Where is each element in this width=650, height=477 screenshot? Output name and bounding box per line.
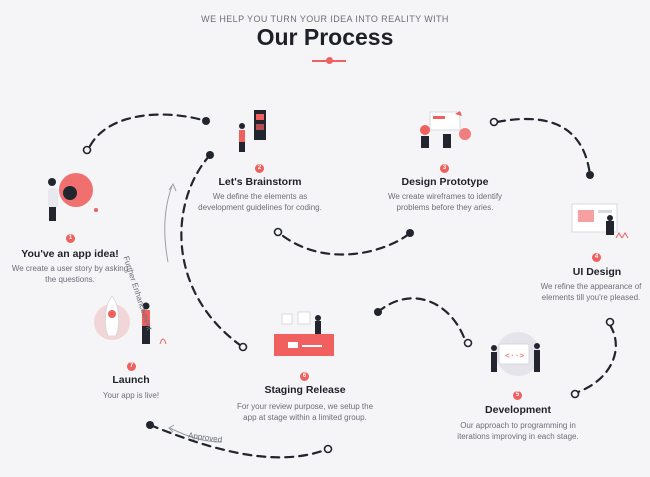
step-desc-5-line: iterations improving in each stage. (457, 432, 579, 441)
step-number-3: 3 (440, 164, 449, 173)
step-desc-1-line: the questions. (45, 275, 95, 284)
step-title-7: Launch (112, 374, 150, 386)
path-start-ring (605, 317, 615, 327)
path-end-dot (374, 308, 382, 316)
section-kicker: WE HELP YOU TURN YOUR IDEA INTO REALITY … (201, 14, 449, 24)
path-7-6 (148, 423, 327, 459)
step-desc-4-line: elements till you're pleased. (541, 293, 641, 302)
step-desc-6-line: app at stage within a limited group. (243, 413, 367, 422)
step-desc-1-line: We create a user story by asking (11, 264, 129, 273)
step-desc-5-line: Our approach to programming in (460, 421, 576, 430)
step-desc-7: Your app is live! (76, 390, 186, 401)
path-4-5 (576, 323, 617, 394)
path-start-ring (273, 227, 283, 237)
path-start-ring (570, 389, 580, 399)
idea-illustration (48, 173, 98, 221)
title-divider-dot (326, 57, 333, 64)
path-6-5 (376, 297, 467, 342)
svg-text:<··>: <··> (505, 351, 524, 360)
development-illustration: <··> (491, 332, 540, 376)
path-end-dot (202, 117, 210, 125)
further-arrowhead (168, 182, 177, 192)
staging-illustration (274, 311, 334, 356)
path-2-6 (180, 153, 242, 347)
path-end-dot (146, 421, 154, 429)
step-desc-4-line: We refine the appearance of (540, 282, 642, 291)
step-desc-1: We create a user story by asking the que… (0, 263, 140, 285)
path-start-ring (463, 338, 473, 348)
further-arrow (164, 185, 173, 263)
approved-arrowhead (168, 424, 175, 433)
step-desc-3-line: problems before they aries. (396, 203, 494, 212)
brainstorm-illustration (239, 110, 266, 152)
prototype-illustration (420, 111, 471, 148)
step-title-4: UI Design (572, 266, 622, 278)
step-number-6: 6 (300, 372, 309, 381)
path-end-dot (586, 171, 594, 179)
step-desc-3-line: We create wireframes to identify (387, 192, 503, 201)
step-desc-5: Our approach to programming in iteration… (438, 420, 598, 442)
step-title-6: Staging Release (264, 384, 346, 396)
ui-design-illustration (571, 203, 629, 239)
step-desc-2-line: development guidelines for coding. (198, 203, 322, 212)
step-number-2: 2 (255, 164, 264, 173)
path-end-dot (406, 229, 414, 237)
page-title: Our Process (256, 24, 394, 50)
step-desc-2-line: We define the elements as (212, 192, 308, 201)
step-desc-4: We refine the appearance of elements til… (532, 281, 650, 303)
path-start-ring (323, 444, 333, 454)
step-desc-6: For your review purpose, we setup the ap… (222, 401, 388, 423)
launch-illustration (94, 295, 167, 345)
step-desc-7-line: Your app is live! (102, 391, 160, 400)
step-title-3: Design Prototype (401, 176, 489, 188)
step-number-7: 7 (127, 362, 136, 371)
path-start-ring (238, 342, 248, 352)
step-title-1: You've an app idea! (21, 248, 119, 260)
step-desc-6-line: For your review purpose, we setup the (236, 402, 374, 411)
path-end-dot (206, 151, 214, 159)
step-title-2: Let's Brainstorm (218, 176, 302, 188)
path-1-2 (88, 113, 208, 148)
step-title-5: Development (485, 404, 551, 416)
step-number-5: 5 (513, 391, 522, 400)
path-start-ring (489, 117, 499, 127)
step-number-4: 4 (592, 253, 601, 262)
step-desc-2: We define the elements as development gu… (180, 191, 340, 213)
step-number-1: 1 (66, 234, 75, 243)
path-3-4 (495, 117, 592, 177)
approved-arrow (169, 427, 223, 443)
path-2-3 (281, 231, 412, 256)
step-desc-3: We create wireframes to identify problem… (365, 191, 525, 213)
path-start-ring (82, 145, 92, 155)
